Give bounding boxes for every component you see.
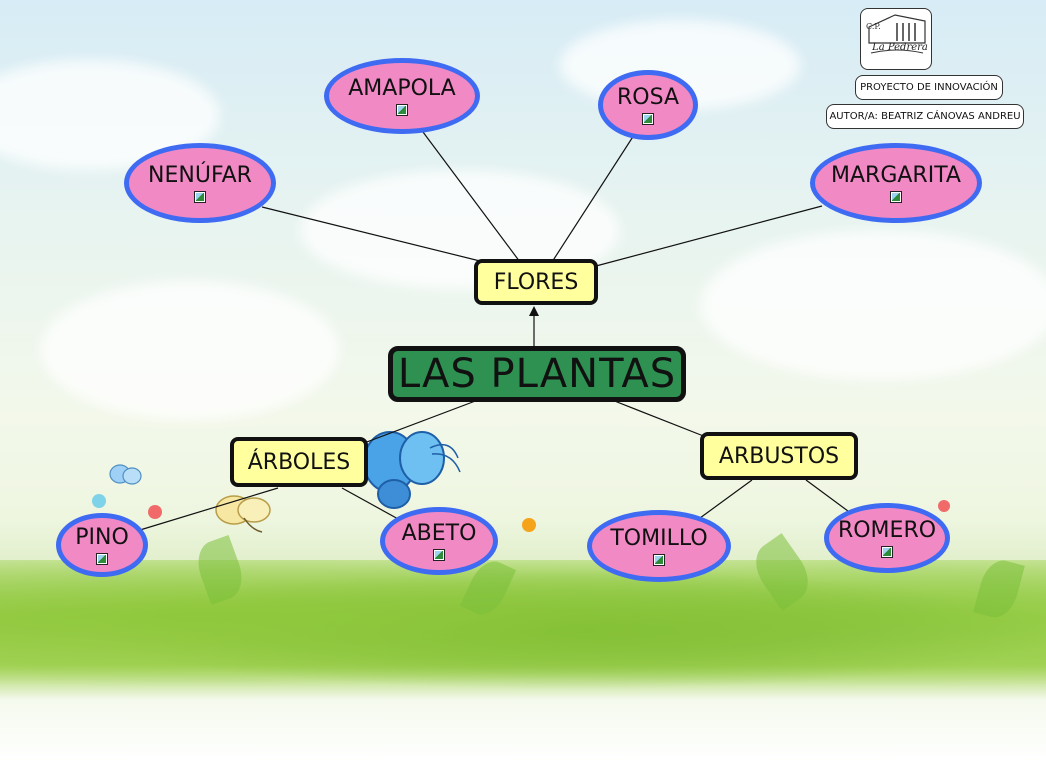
school-building-icon xyxy=(868,14,926,54)
link-amapola-flores xyxy=(419,127,521,263)
node-label: ROMERO xyxy=(837,518,937,543)
node-pino[interactable]: PINO xyxy=(56,513,148,577)
node-tomillo[interactable]: TOMILLO xyxy=(587,510,731,582)
node-romero[interactable]: ROMERO xyxy=(824,503,950,573)
node-label: MARGARITA xyxy=(831,163,961,188)
link-root-arbustos xyxy=(611,399,707,438)
node-margarita[interactable]: MARGARITA xyxy=(810,143,982,223)
author-tag: AUTOR/A: BEATRIZ CÁNOVAS ANDREU xyxy=(826,104,1024,129)
logo-text: La Pedrera xyxy=(872,42,928,53)
link-arboles-pino xyxy=(139,487,279,531)
image-icon[interactable] xyxy=(881,546,893,558)
node-rosa[interactable]: ROSA xyxy=(598,70,698,140)
image-icon[interactable] xyxy=(194,191,206,203)
background-cloud xyxy=(700,230,1046,380)
node-abeto[interactable]: ABETO xyxy=(380,507,498,575)
project-tag: PROYECTO DE INNOVACIÓN xyxy=(855,75,1003,100)
node-label: ABETO xyxy=(401,521,477,546)
link-margarita-flores xyxy=(595,205,823,267)
image-icon[interactable] xyxy=(642,113,654,125)
image-icon[interactable] xyxy=(433,549,445,561)
node-amapola[interactable]: AMAPOLA xyxy=(324,58,480,134)
node-nenufar[interactable]: NENÚFAR xyxy=(124,143,276,223)
category-arboles[interactable]: ÁRBOLES xyxy=(230,437,368,487)
image-icon[interactable] xyxy=(396,104,408,116)
link-arbustos-tomillo xyxy=(699,479,753,519)
flower-decoration xyxy=(92,494,106,508)
butterfly-icon xyxy=(215,495,271,533)
arrow-head xyxy=(529,306,539,316)
background-cloud xyxy=(40,280,340,420)
image-icon[interactable] xyxy=(653,554,665,566)
node-label: PINO xyxy=(75,525,129,550)
flower-decoration xyxy=(148,505,162,519)
link-arbustos-romero xyxy=(805,479,853,515)
node-label: AMAPOLA xyxy=(348,76,456,101)
image-icon[interactable] xyxy=(96,553,108,565)
link-nenufar-flores xyxy=(261,206,485,263)
link-root-arboles xyxy=(363,399,479,444)
node-label: ROSA xyxy=(616,85,680,110)
category-arbustos[interactable]: ARBUSTOS xyxy=(700,432,858,480)
grass-meadow xyxy=(0,560,1046,700)
root-node[interactable]: LAS PLANTAS xyxy=(388,346,686,402)
node-label: TOMILLO xyxy=(610,526,708,551)
butterfly-icon xyxy=(363,431,461,509)
school-logo xyxy=(860,8,932,70)
logo-initials: C.P. xyxy=(866,22,881,31)
flower-decoration xyxy=(938,500,950,512)
image-icon[interactable] xyxy=(890,191,902,203)
butterfly-icon xyxy=(109,464,142,485)
flower-decoration xyxy=(522,518,536,532)
category-flores[interactable]: FLORES xyxy=(474,259,598,305)
node-label: NENÚFAR xyxy=(148,163,252,188)
link-arboles-abeto xyxy=(341,487,401,521)
link-rosa-flores xyxy=(551,131,637,263)
